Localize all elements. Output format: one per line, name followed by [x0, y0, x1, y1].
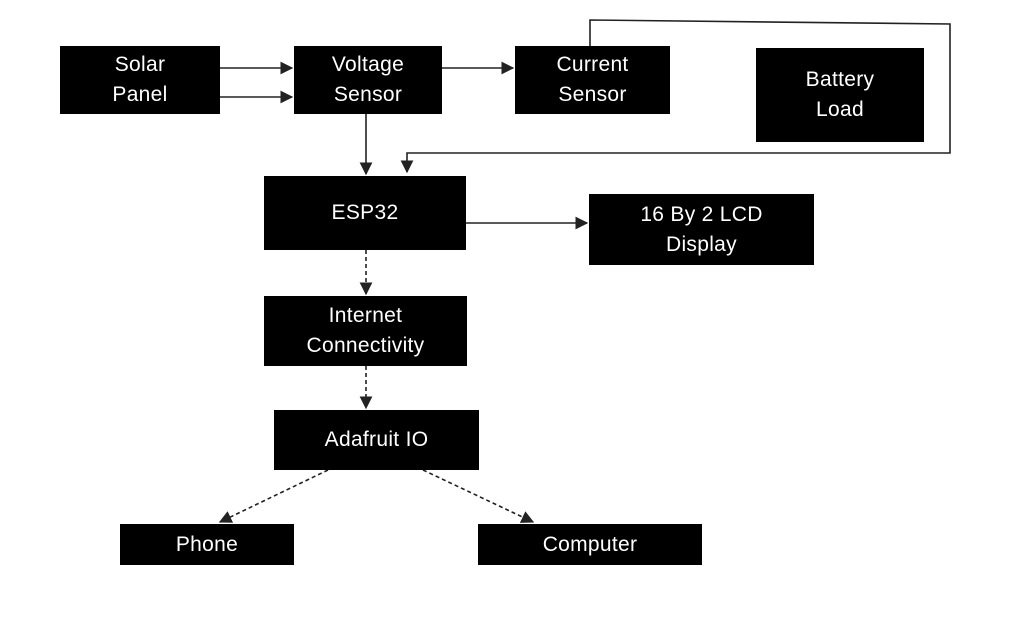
battery-load-label: Battery Load [805, 68, 875, 121]
phone-label: Phone [175, 532, 239, 556]
line-current-feedback-to-esp32 [400, 19, 951, 174]
current-sensor-block: Current Sensor [515, 46, 670, 114]
adafruit-io-label: Adafruit IO [324, 428, 429, 451]
internet-connectivity-block: Internet Connectivity [264, 296, 467, 366]
lcd-display-label: 16 By 2 LCD Display [640, 202, 763, 256]
computer-label: Computer [542, 532, 638, 556]
internet-connectivity-label: Internet Connectivity [306, 304, 425, 357]
current-sensor-label: Current Sensor [556, 53, 629, 106]
solar-panel-label: Solar Panel [112, 53, 168, 106]
voltage-sensor-label: Voltage Sensor [331, 53, 405, 106]
battery-load-block: Battery Load [756, 48, 924, 142]
esp32-label: ESP32 [331, 201, 399, 224]
phone-block: Phone [120, 524, 294, 565]
arrow-adafruit-to-computer [422, 469, 535, 523]
solar-panel-block: Solar Panel [60, 46, 220, 114]
esp32-block: ESP32 [264, 176, 466, 250]
lcd-display-block: 16 By 2 LCD Display [589, 194, 814, 265]
computer-block: Computer [478, 524, 702, 565]
voltage-sensor-block: Voltage Sensor [294, 46, 442, 114]
arrow-adafruit-to-phone [218, 469, 329, 523]
adafruit-io-block: Adafruit IO [274, 410, 479, 470]
